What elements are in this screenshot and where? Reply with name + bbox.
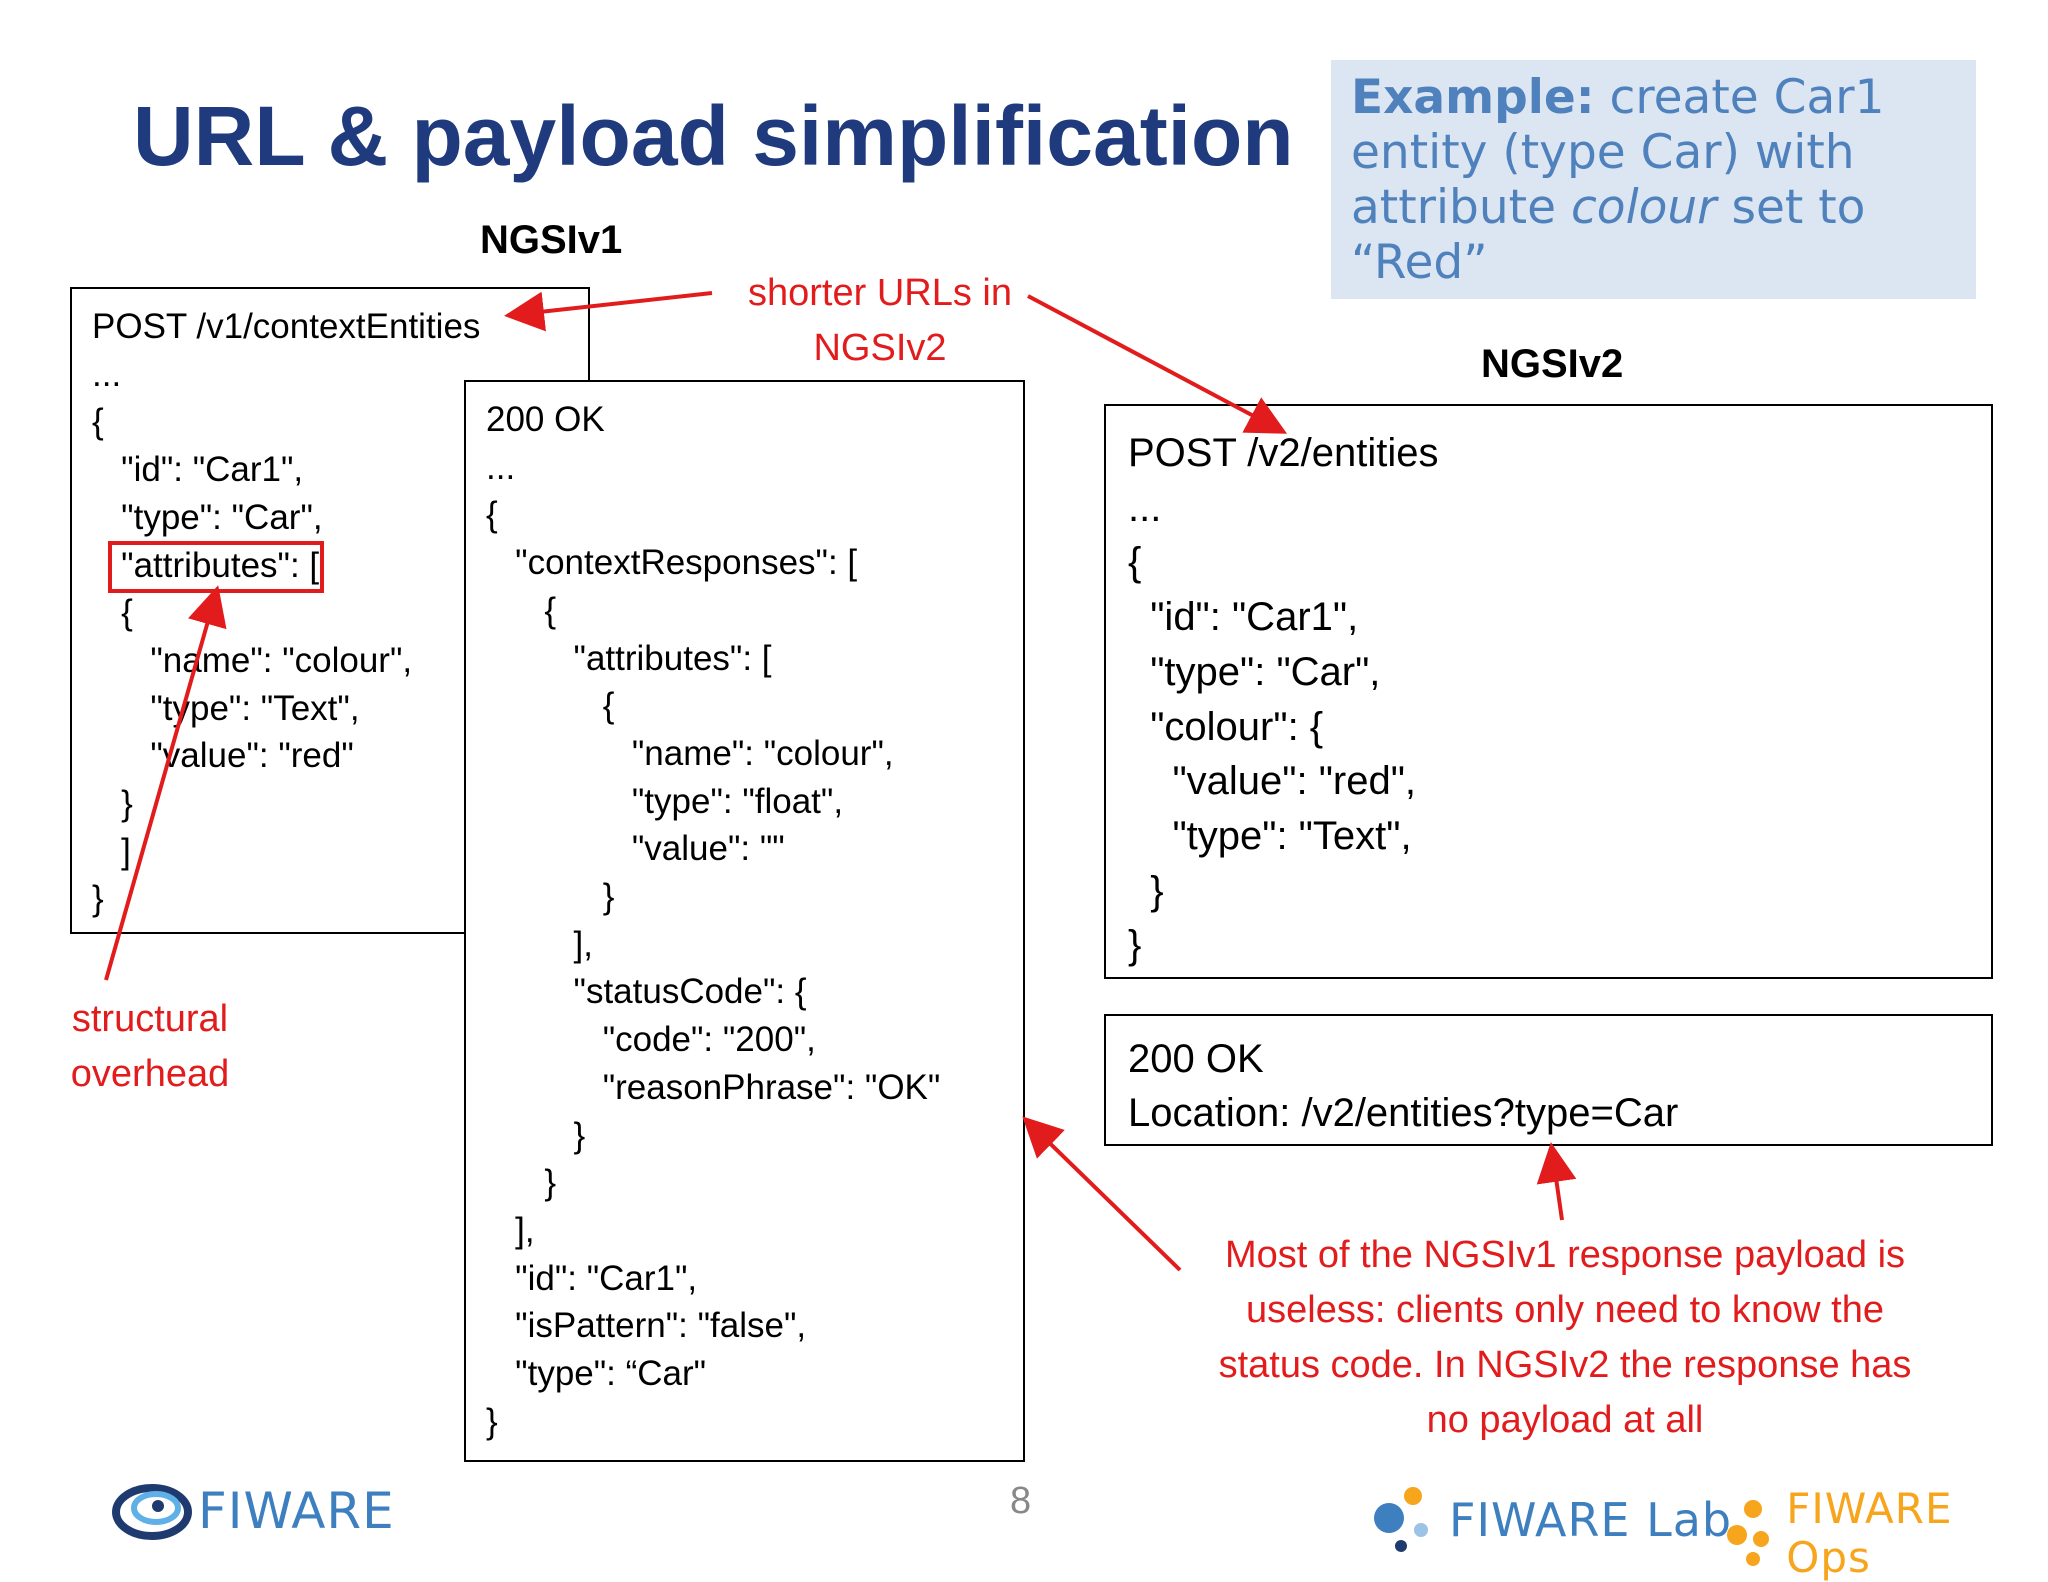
ngsiv2-response-code: 200 OK Location: /v2/entities?type=Car — [1128, 1037, 1679, 1135]
structural-overhead-note: structural overhead — [50, 992, 250, 1102]
ngsiv1-heading: NGSIv1 — [480, 218, 623, 262]
fiware-logo-text: FIWARE — [198, 1482, 395, 1540]
structural-overhead-line-2: overhead — [70, 1053, 230, 1095]
structural-overhead-line-1: structural — [71, 998, 229, 1040]
arrow-to-v1-url — [504, 291, 713, 332]
ngsiv2-request-code: POST /v2/entities ... { "id": "Car1", "t… — [1128, 431, 1439, 968]
example-text-1: create Car1 entity (type Car) with attri… — [1351, 70, 1885, 235]
example-emphasis: colour — [1570, 180, 1717, 235]
shorter-urls-note: shorter URLs in NGSIv2 — [720, 266, 1040, 376]
ngsiv1-response-box: 200 OK ... { "contextResponses": [ { "at… — [464, 380, 1025, 1462]
fiware-logo: FIWARE — [112, 1480, 395, 1542]
ngsiv2-response-box: 200 OK Location: /v2/entities?type=Car — [1104, 1014, 1993, 1146]
shorter-urls-line-2: NGSIv2 — [813, 327, 947, 369]
arrow-to-attributes — [104, 585, 227, 981]
fiware-ops-logo: FIWARE Ops — [1725, 1484, 2048, 1582]
fiware-ops-dots-icon — [1727, 1500, 1769, 1566]
arrow-to-v2-url — [1027, 294, 1288, 434]
useless-payload-line-3: status code. In NGSIv2 the response has — [1218, 1344, 1912, 1386]
example-label: Example: — [1351, 70, 1595, 125]
useless-payload-line-4: no payload at all — [1426, 1399, 1704, 1441]
fiware-ops-logo-text: FIWARE Ops — [1786, 1484, 1953, 1582]
arrow-to-v1-response — [1022, 1116, 1182, 1272]
useless-payload-line-2: useless: clients only need to know the — [1246, 1289, 1884, 1331]
fiware-lab-logo: FIWARE Lab — [1365, 1484, 1732, 1556]
shorter-urls-line-1: shorter URLs in — [748, 272, 1012, 314]
example-callout: Example: create Car1 entity (type Car) w… — [1331, 60, 1976, 299]
fiware-lab-logo-text: FIWARE Lab — [1449, 1493, 1733, 1547]
ngsiv1-request-code: POST /v1/contextEntities ... { "id": "Ca… — [92, 307, 481, 919]
arrow-to-v2-response — [1536, 1142, 1577, 1221]
page-number: 8 — [1010, 1480, 1032, 1522]
fiware-swirl-icon — [112, 1484, 192, 1540]
ngsiv2-request-box: POST /v2/entities ... { "id": "Car1", "t… — [1104, 404, 1993, 979]
useless-payload-line-1: Most of the NGSIv1 response payload is — [1224, 1234, 1906, 1276]
ngsiv2-heading: NGSIv2 — [1481, 342, 1624, 386]
slide-title: URL & payload simplification — [133, 89, 1294, 183]
fiware-lab-dots-icon — [1374, 1487, 1428, 1552]
useless-payload-note: Most of the NGSIv1 response payload is u… — [1170, 1228, 1960, 1448]
ngsiv1-response-code: 200 OK ... { "contextResponses": [ { "at… — [486, 400, 941, 1441]
example-text-2: set to “Red” — [1351, 180, 1866, 290]
